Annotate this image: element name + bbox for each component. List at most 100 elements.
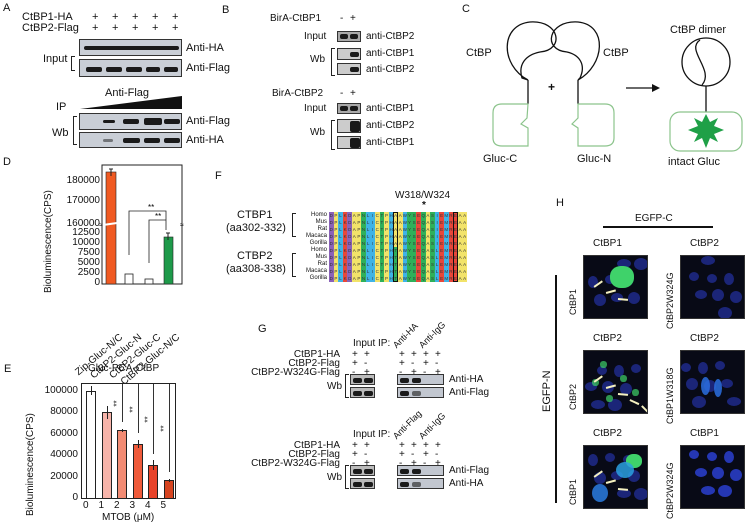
- microscopy-image: [583, 350, 648, 414]
- residue: M: [444, 233, 449, 240]
- residue: D: [347, 233, 352, 240]
- residue: W: [402, 275, 408, 282]
- sign: +: [435, 367, 441, 378]
- sign: -: [364, 449, 368, 460]
- residue: P: [333, 275, 339, 282]
- residue: A: [462, 254, 467, 261]
- significance-mark: **: [159, 425, 169, 432]
- antibody-label: Anti-Flag: [186, 62, 231, 74]
- residue: I: [370, 268, 375, 275]
- error-bar: [106, 405, 108, 419]
- residue: T: [379, 212, 385, 219]
- arrow-icon: [617, 393, 629, 396]
- species-label: Gorilla: [309, 275, 327, 281]
- residue: M: [444, 268, 449, 275]
- wb-label: Wb: [327, 381, 342, 392]
- residue: E: [453, 268, 458, 275]
- nucleus: [588, 454, 598, 466]
- residue: Y: [407, 240, 412, 247]
- ip-label: IP:: [378, 429, 391, 440]
- residue: T: [379, 254, 385, 261]
- microscopy-image: [583, 445, 648, 509]
- residue: P: [384, 240, 389, 247]
- panel-label-g: G: [258, 323, 267, 335]
- residue: L: [434, 268, 440, 275]
- residue: I: [370, 226, 375, 233]
- residue: P: [333, 233, 339, 240]
- antibody-label: anti-CtBP2: [366, 120, 415, 131]
- residue: E: [416, 233, 421, 240]
- residue: A: [462, 268, 467, 275]
- residue: A: [457, 247, 463, 254]
- residue: A: [393, 240, 398, 247]
- residue: W: [402, 212, 408, 219]
- significance-mark: **: [128, 406, 138, 413]
- panel-label-e: E: [4, 363, 12, 375]
- sign: -: [423, 458, 427, 469]
- residue: A: [457, 268, 463, 275]
- residue: A: [398, 275, 403, 282]
- wb-label: Wb: [310, 54, 325, 65]
- row-label: CtBP1-HA: [293, 440, 340, 451]
- col-header: EGFP-C: [635, 213, 673, 224]
- svg-text:**: **: [155, 212, 161, 221]
- residue: S: [430, 275, 435, 282]
- sign: +: [423, 449, 429, 460]
- sign: +: [172, 22, 179, 34]
- residue: R: [448, 275, 454, 282]
- residue: P: [384, 212, 389, 219]
- nucleus: [714, 379, 722, 397]
- residue: K: [342, 261, 348, 268]
- residue: A: [398, 226, 403, 233]
- sign: +: [399, 349, 405, 360]
- svg-text:**: **: [148, 203, 154, 212]
- residue: C: [375, 254, 380, 261]
- top-label: CtBP2: [690, 238, 719, 249]
- residue: T: [393, 254, 398, 261]
- residue: E: [439, 233, 444, 240]
- sign: +: [350, 13, 356, 24]
- residue: A: [425, 261, 431, 268]
- residue: P: [384, 247, 389, 254]
- blot: [337, 119, 361, 133]
- sign: -: [411, 449, 415, 460]
- residue: P: [356, 247, 362, 254]
- nucleus: [597, 366, 607, 375]
- arrow-icon: [629, 399, 640, 405]
- residue: T: [393, 247, 398, 254]
- residue: D: [347, 219, 352, 226]
- residue: E: [439, 268, 444, 275]
- residue: P: [333, 219, 339, 226]
- residue: A: [425, 240, 431, 247]
- sign: +: [152, 22, 159, 34]
- residue: L: [434, 261, 440, 268]
- residue: P: [356, 261, 362, 268]
- residue: A: [457, 212, 463, 219]
- highlight-box: [393, 212, 399, 282]
- residue: S: [430, 268, 435, 275]
- nucleus: [591, 400, 605, 409]
- result-label: intact Gluc: [668, 156, 720, 168]
- bar: [117, 430, 127, 498]
- residue: Y: [407, 268, 412, 275]
- residue: Q: [421, 247, 426, 254]
- residue: A: [457, 219, 463, 226]
- sign: +: [423, 358, 429, 369]
- y-tick: 40000: [50, 449, 78, 460]
- residue: S: [430, 219, 435, 226]
- nucleus: [698, 362, 708, 374]
- residue: D: [329, 240, 334, 247]
- nucleus: [724, 451, 734, 463]
- residue: R: [448, 219, 454, 226]
- blot: [337, 63, 361, 75]
- residue: T: [379, 247, 385, 254]
- residue: Q: [421, 212, 426, 219]
- residue: Y: [407, 247, 412, 254]
- row-label: CtBP1-HA: [293, 349, 340, 360]
- residue: A: [352, 254, 357, 261]
- residue: A: [352, 240, 357, 247]
- gfp-signal: [610, 266, 634, 288]
- residue: K: [342, 212, 348, 219]
- antibody-label: anti-CtBP2: [366, 64, 415, 75]
- nucleus: [594, 294, 606, 306]
